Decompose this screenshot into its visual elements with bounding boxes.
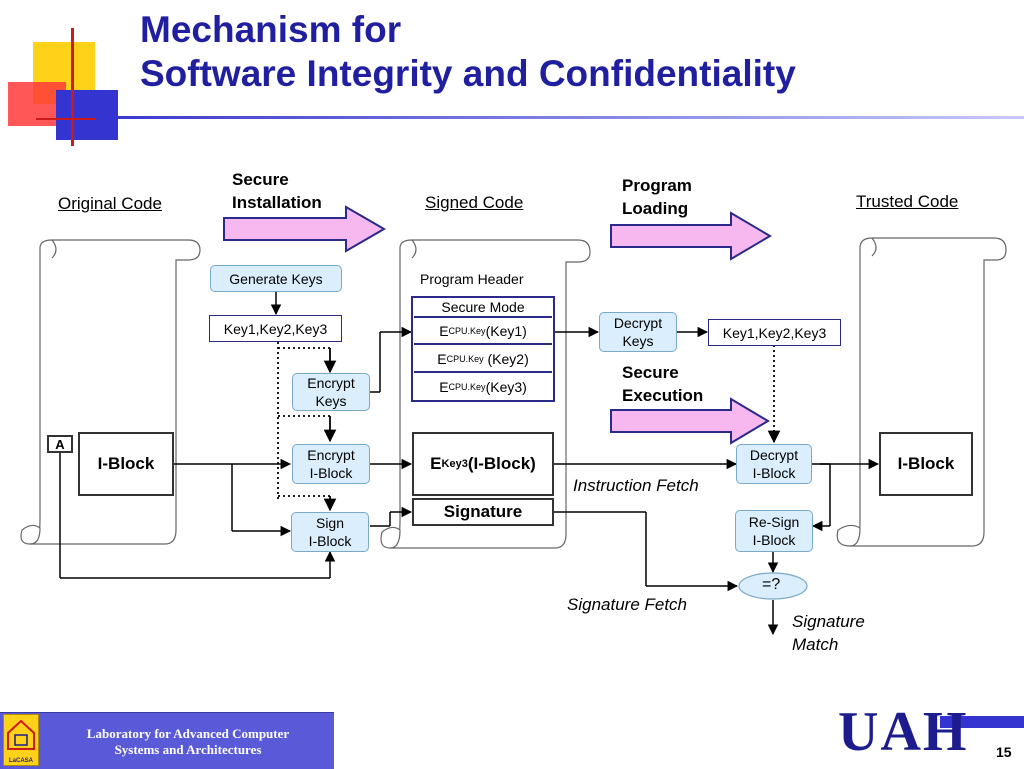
encrypted-iblock-rest: (I-Block) xyxy=(467,454,536,473)
title-rule xyxy=(118,116,1024,119)
signature-match-line-1: Signature xyxy=(792,612,865,631)
encrypted-iblock-e: E xyxy=(430,454,442,473)
loading-line-2: Loading xyxy=(622,199,689,218)
iblock-original: I-Block xyxy=(78,432,174,496)
secure-installation-label: Secure Installation xyxy=(232,168,322,214)
slide-title: Mechanism for Software Integrity and Con… xyxy=(140,8,796,96)
encrypted-key3-arg: (Key3) xyxy=(485,379,527,395)
a-label-box: A xyxy=(47,435,73,453)
signature-match-label: Signature Match xyxy=(792,610,865,656)
sign-block-line-2: I-Block xyxy=(308,533,352,549)
encrypt-block-box: Encrypt I-Block xyxy=(292,444,370,484)
encrypt-keys-line-2: Keys xyxy=(315,393,347,409)
execution-line-2: Execution xyxy=(622,386,704,405)
compare-ellipse xyxy=(738,572,808,600)
arrow-execution xyxy=(610,397,770,445)
connectors xyxy=(59,292,880,636)
decrypt-keys-line-1: Decrypt xyxy=(613,315,663,331)
resign-block-line-2: I-Block xyxy=(752,532,796,548)
lacasa-logo: LaCASA xyxy=(3,714,39,766)
resign-block-line-1: Re-Sign xyxy=(748,514,800,530)
deco-red-hline xyxy=(36,118,96,120)
encrypted-iblock-sub: Key3 xyxy=(441,458,468,470)
sign-block-line-1: Sign xyxy=(315,515,345,531)
encrypted-key2-sub: CPU.Key xyxy=(446,353,484,364)
installation-line-1: Secure xyxy=(232,170,289,189)
encrypted-key3-e: E xyxy=(439,379,449,395)
deco-red-vline xyxy=(71,28,74,146)
sign-block-box: Sign I-Block xyxy=(291,512,369,552)
secure-mode-box: Secure Mode xyxy=(414,298,552,318)
decrypt-block-line-2: I-Block xyxy=(752,465,796,481)
encrypted-key2-arg: (Key2) xyxy=(483,350,529,367)
dotted-key-paths xyxy=(277,342,781,512)
decrypt-block-line-1: Decrypt xyxy=(749,447,799,463)
lab-name-line-1: Laboratory for Advanced Computer xyxy=(86,726,290,741)
uah-underline xyxy=(940,716,1024,728)
encrypted-key1-sub: CPU.Key xyxy=(448,326,486,336)
encrypted-key3-sub: CPU.Key xyxy=(448,382,486,392)
decrypt-keys-line-2: Keys xyxy=(622,333,654,349)
decrypt-block-box: Decrypt I-Block xyxy=(736,444,812,484)
execution-line-1: Secure xyxy=(622,363,679,382)
installation-line-2: Installation xyxy=(232,193,322,212)
encrypted-key1-e: E xyxy=(439,323,449,339)
loading-line-1: Program xyxy=(622,176,692,195)
page-number: 15 xyxy=(996,744,1012,760)
lacasa-logo-text: LaCASA xyxy=(8,758,33,764)
arrow-loading xyxy=(610,211,772,261)
resign-block-box: Re-Sign I-Block xyxy=(735,510,813,552)
decrypt-keys-box: Decrypt Keys xyxy=(599,312,677,352)
signature-fetch-label: Signature Fetch xyxy=(567,595,688,614)
title-line-1: Mechanism for xyxy=(140,9,402,50)
uah-logo: UAH xyxy=(838,701,969,763)
signature-match-line-2: Match xyxy=(792,635,839,654)
lab-name-line-2: Systems and Architectures xyxy=(114,742,262,757)
scroll-trusted xyxy=(836,237,1007,547)
encrypt-keys-line-1: Encrypt xyxy=(307,375,355,391)
lab-name: Laboratory for Advanced Computer Systems… xyxy=(48,726,328,758)
program-loading-label: Program Loading xyxy=(622,174,692,220)
program-header-label: Program Header xyxy=(420,271,524,287)
program-header-group xyxy=(411,296,555,402)
signature-block: Signature xyxy=(412,498,554,526)
footer-band xyxy=(0,712,334,769)
encrypt-block-line-1: Encrypt xyxy=(307,447,355,463)
iblock-trusted: I-Block xyxy=(879,432,973,496)
encrypted-key2-e: E xyxy=(437,350,447,367)
instruction-fetch-label: Instruction Fetch xyxy=(573,476,699,495)
generate-keys-box: Generate Keys xyxy=(210,265,342,292)
deco-blue-square xyxy=(56,90,118,140)
secure-execution-label: Secure Execution xyxy=(622,361,703,407)
house-icon xyxy=(7,719,35,750)
compare-label: =? xyxy=(762,576,781,593)
keys-left-box: Key1,Key2,Key3 xyxy=(209,315,342,342)
scroll-original xyxy=(20,239,201,545)
encrypt-keys-box: Encrypt Keys xyxy=(292,373,370,411)
keys-right-box: Key1,Key2,Key3 xyxy=(708,319,841,346)
title-line-2: Software Integrity and Confidentiality xyxy=(140,53,796,94)
encrypt-block-line-2: I-Block xyxy=(309,465,353,481)
trusted-code-label: Trusted Code xyxy=(856,192,959,211)
arrow-installation xyxy=(223,205,386,253)
signed-code-label: Signed Code xyxy=(425,193,524,212)
encrypted-key1-arg: (Key1) xyxy=(485,323,527,339)
original-code-label: Original Code xyxy=(58,194,162,213)
